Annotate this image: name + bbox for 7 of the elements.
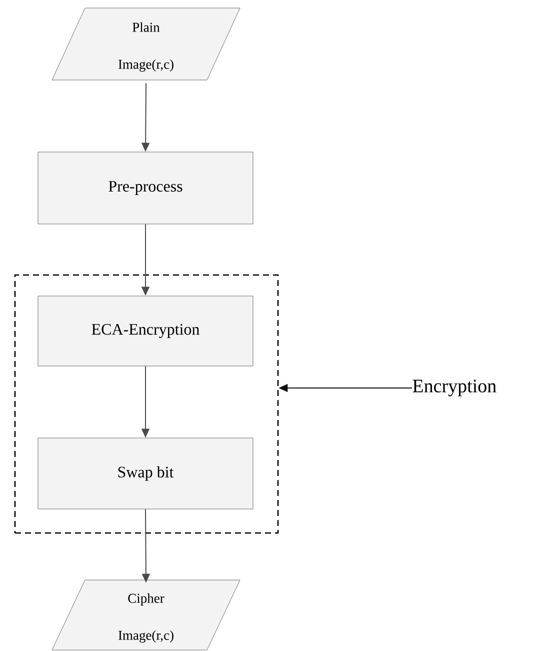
data-parallelogram: Cipher Image(r,c): [52, 580, 240, 650]
process-box: Pre-process: [38, 152, 254, 224]
dashed-group-box: [14, 274, 279, 534]
process-box: Swap bit: [38, 438, 254, 510]
data-parallelogram: Plain Image(r,c): [52, 8, 240, 80]
group-label: Encryption: [412, 380, 496, 396]
process-box: ECA-Encryption: [38, 296, 254, 366]
